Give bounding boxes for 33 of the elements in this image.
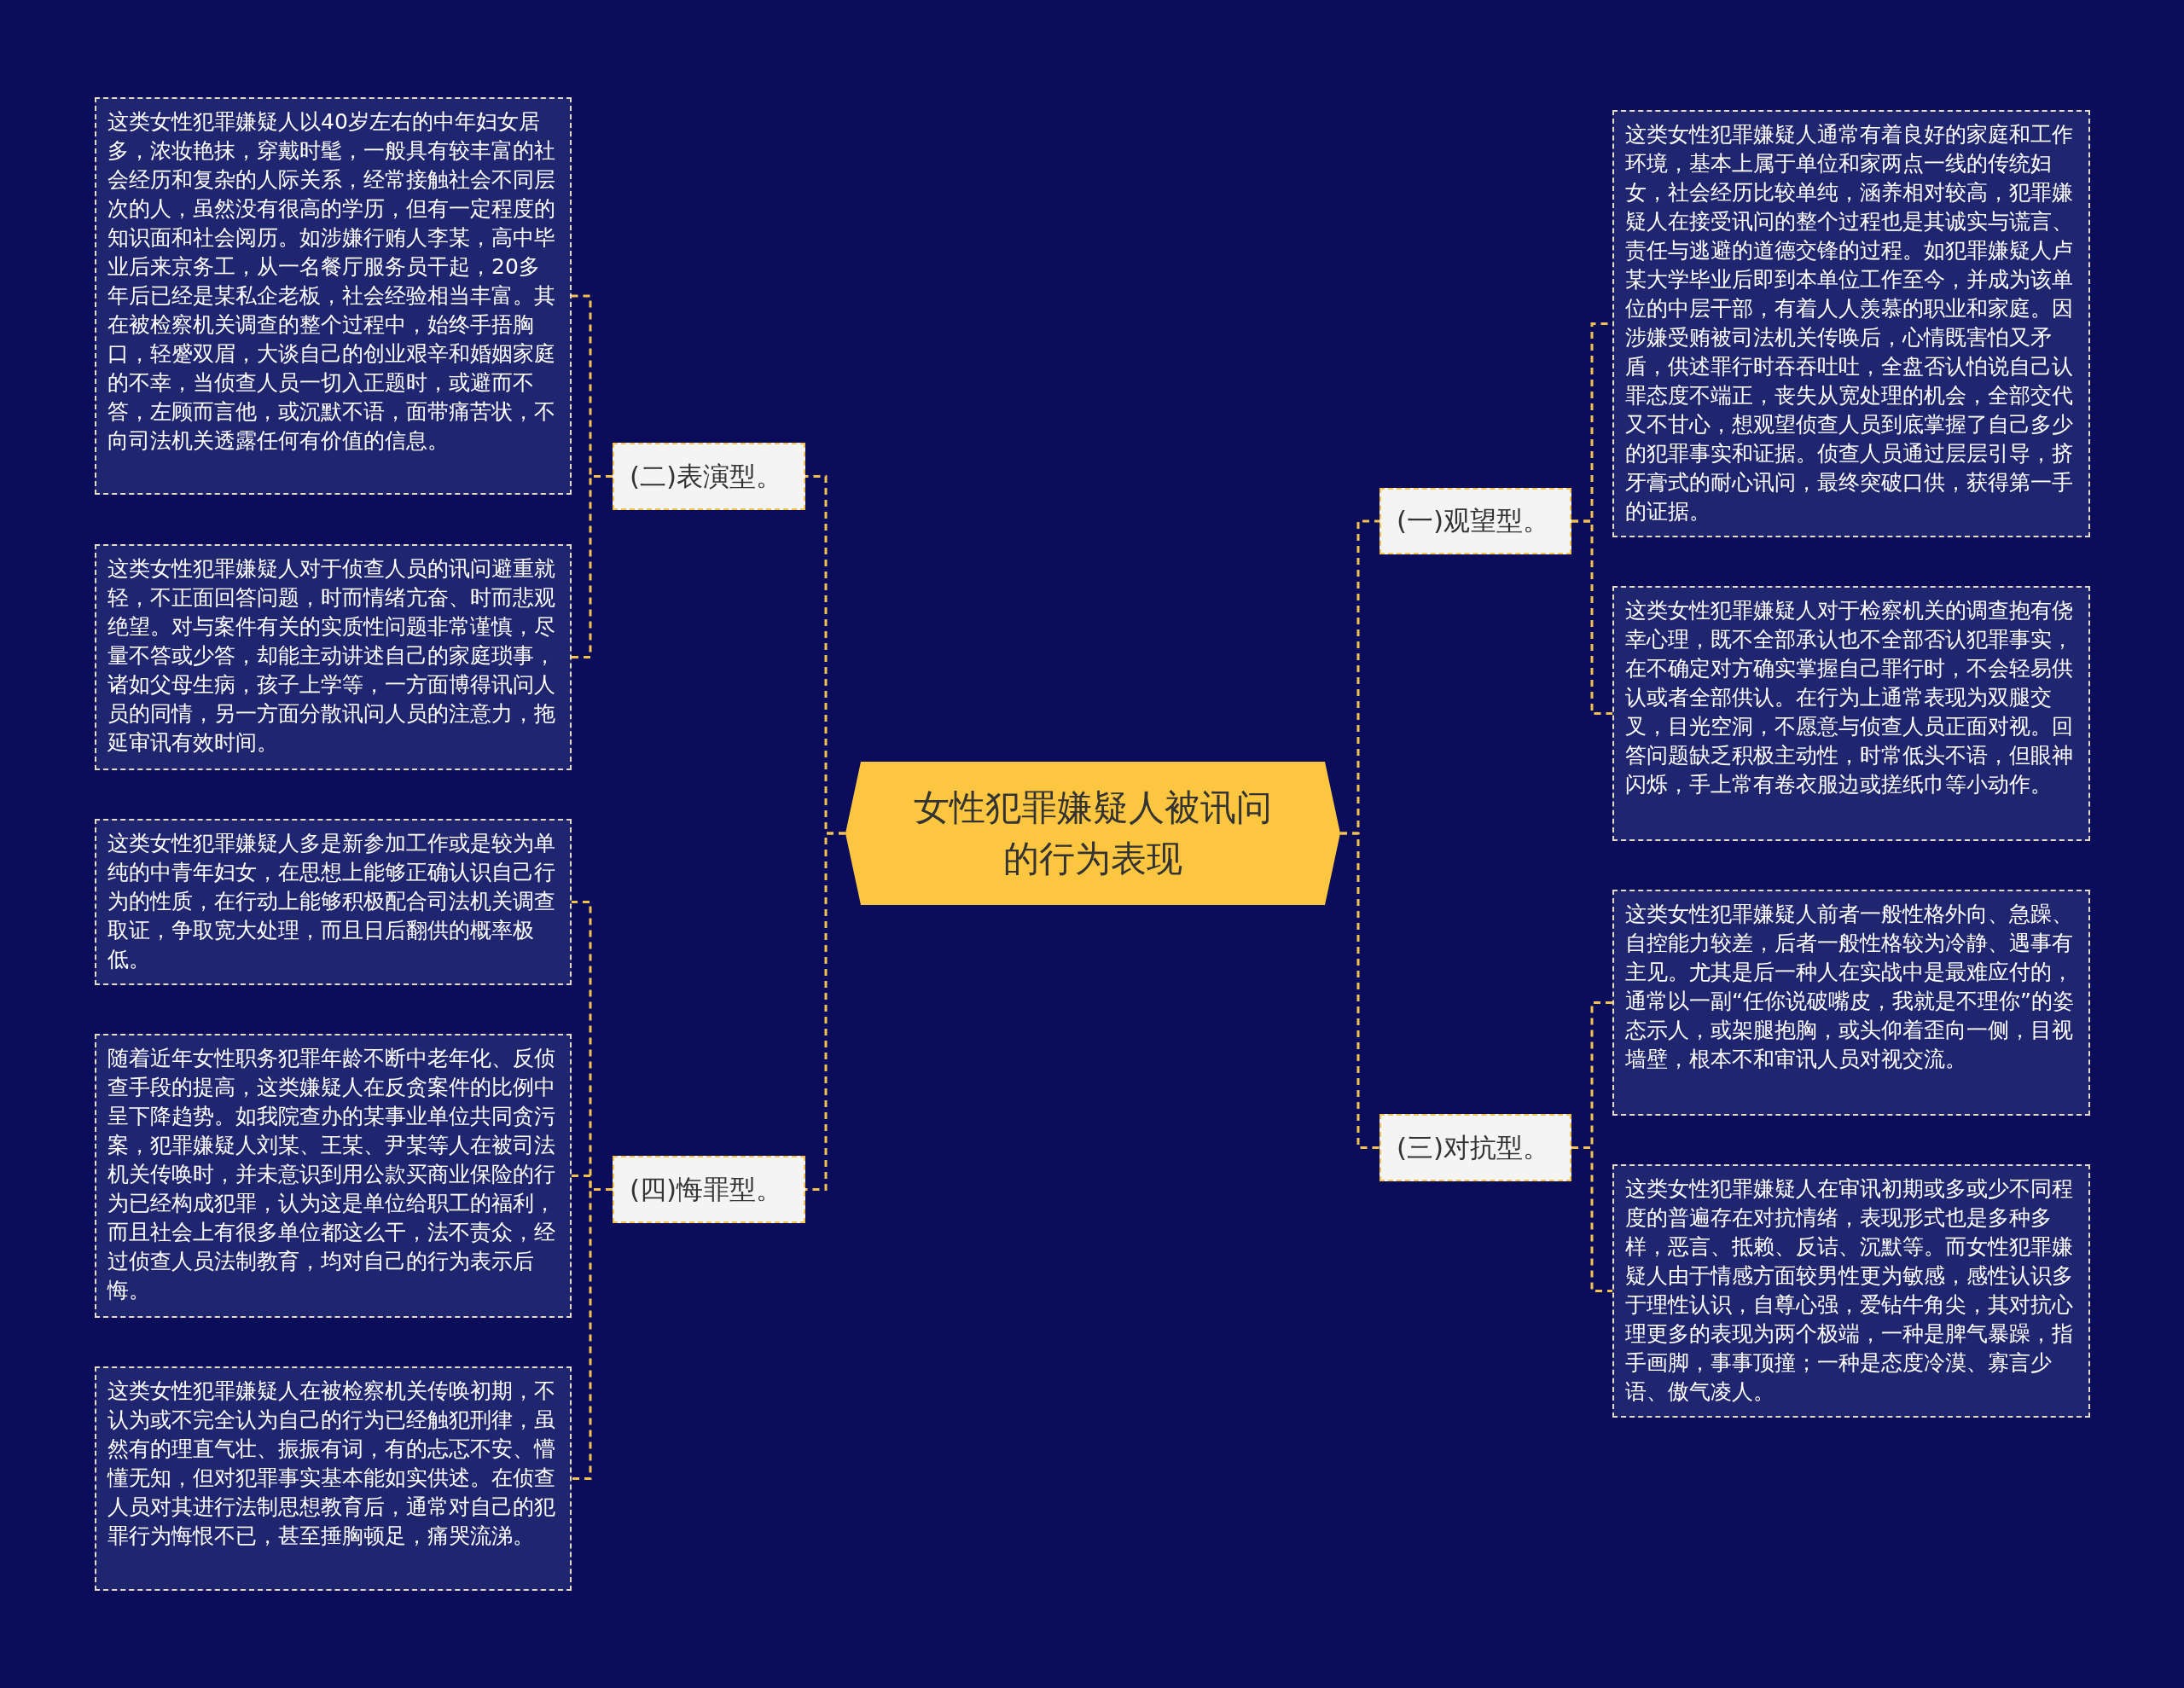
category-box [1380,488,1571,554]
category-label: (一)观望型。 [1397,504,1550,537]
connector-line [805,832,845,1191]
description-box [95,819,572,985]
category-box [1380,1114,1571,1181]
description-text: 随着近年女性职务犯罪年龄不断中老年化、反侦查手段的提高，这类嫌疑人在反贪案件的比例中呈下降趋势。如我院查办的某事业单位共同贪污案，犯罪嫌疑人刘某、王某、尹某等人在被司法机关传唤时，并未意识到用公款买商业保险的行为已经构成犯罪，认为这是单位给职工的福利，而且社会上有很多单位都这么干，法不责众，经过侦查人员法制教育，均对自己的行为表示后悔。 [107,1046,555,1302]
description-text: 这类女性犯罪嫌疑人对于侦查人员的讯问避重就轻，不正面回答问题，时而情绪亢奋、时而悲观绝望。对与案件有关的实质性问题非常谨慎，尽量不答或少答，却能主动讲述自己的家庭琐事，诸如父母生病，孩子上学等，一方面博得讯问人员的同情，另一方面分散讯问人员的注意力，拖延审讯有效时间。 [107,556,555,755]
description-box [1612,890,2090,1116]
description-text: 这类女性犯罪嫌疑人以40岁左右的中年妇女居多，浓妆艳抹，穿戴时髦，一般具有较丰富的社会经历和复杂的人际关系，经常接触社会不同层次的人，虽然没有很高的学历，但有一定程度的知识面和社会阅历。如涉嫌行贿人李某，高中毕业后来京务工，从一名餐厅服务员干起，20多年后已经是某私企老板，社会经验相当丰富。其在被检察机关调查的整个过程中，始终手捂胸口，轻蹙双眉，大谈自己的创业艰辛和婚姻家庭的不幸，当侦查人员一切入正题时，或避而不答，左顾而言他，或沉默不语，面带痛苦状，不向司法机关透露任何有价值的信息。 [107,109,555,453]
category-box [613,1156,805,1223]
connector-line [1571,1146,1612,1292]
connector-line [1340,832,1380,1149]
description-box [1612,586,2090,841]
central-topic-hexagon [845,762,1340,905]
connector-line [572,475,613,658]
description-text: 这类女性犯罪嫌疑人在被检察机关传唤初期，不认为或不完全认为自己的行为已经触犯刑律，虽然有的理直气壮、振振有词，有的忐忑不安、懵懂无知，但对犯罪事实基本能如实供述。在侦查人员对其进行法制思想教育后，通常对自己的犯罪行为悔恨不已，甚至捶胸顿足，痛哭流涕。 [107,1378,555,1548]
category-label: (四)悔罪型。 [630,1172,783,1206]
category-label: (二)表演型。 [630,459,783,493]
topic-title: 女性犯罪嫌疑人被讯问的行为表现 [913,786,1273,881]
description-text: 这类女性犯罪嫌疑人在审讯初期或多或少不同程度的普遍存在对抗情绪，表现形式也是多种多样，恶言、抵赖、反诘、沉默等。而女性犯罪嫌疑人由于情感方面较男性更为敏感，感性认识多于理性认识，自尊心强，爱钻牛角尖，其对抗心理更多的表现为两个极端，一种是脾气暴躁，指手画脚，事事顶撞；一种是态度冷漠、寡言少语、傲气凌人。 [1625,1176,2073,1404]
connector-line [572,1188,613,1480]
description-text: 这类女性犯罪嫌疑人多是新参加工作或是较为单纯的中青年妇女，在思想上能够正确认识自己行为的性质，在行动上能够积极配合司法机关调查取证，争取宽大处理，而且日后翻供的概率极低。 [107,831,555,972]
description-box [95,1366,572,1591]
description-box [95,1034,572,1318]
description-box [95,97,572,495]
category-label: (三)对抗型。 [1397,1130,1550,1164]
description-text: 这类女性犯罪嫌疑人前者一般性格外向、急躁、自控能力较差，后者一般性格较为冷静、遇事有主见。尤其是后一种人在实战中是最难应付的，通常以一副“任你说破嘴皮，我就是不理你”的姿态示人，或架腿抱胸，或头仰着歪向一侧，目视墙壁，根本不和审讯人员对视交流。 [1625,902,2074,1071]
description-text: 这类女性犯罪嫌疑人通常有着良好的家庭和工作环境，基本上属于单位和家两点一线的传统妇女，社会经历比较单纯，涵养相对较高，犯罪嫌疑人在接受讯问的整个过程也是其诚实与谎言、责任与逃避的道德交锋的过程。如犯罪嫌疑人卢某大学毕业后即到本单位工作至今，并成为该单位的中层干部，有着人人羡慕的职业和家庭。因涉嫌受贿被司法机关传唤后，心情既害怕又矛盾，供述罪行时吞吞吐吐，全盘否认怕说自己认罪态度不端正，丧失从宽处理的机会，全部交代又不甘心，想观望侦查人员到底掌握了自己多少的犯罪事实和证据。侦查人员通过层层引导，挤牙膏式的耐心讯问，最终突破口供，获得第一手的证据。 [1625,122,2073,524]
category-box [613,443,805,510]
connector-line [1571,519,1612,715]
description-box [95,544,572,770]
description-box [1612,1164,2090,1418]
description-text: 这类女性犯罪嫌疑人对于检察机关的调查抱有侥幸心理，既不全部承认也不全部否认犯罪事实，在不确定对方确实掌握自己罪行时，不会轻易供认或者全部供认。在行为上通常表现为双腿交叉，目光空洞，不愿意与侦查人员正面对视。回答问题缺乏积极主动性，时常低头不语，但眼神闪烁，手上常有卷衣服边或搓纸巾等小动作。 [1625,598,2073,797]
